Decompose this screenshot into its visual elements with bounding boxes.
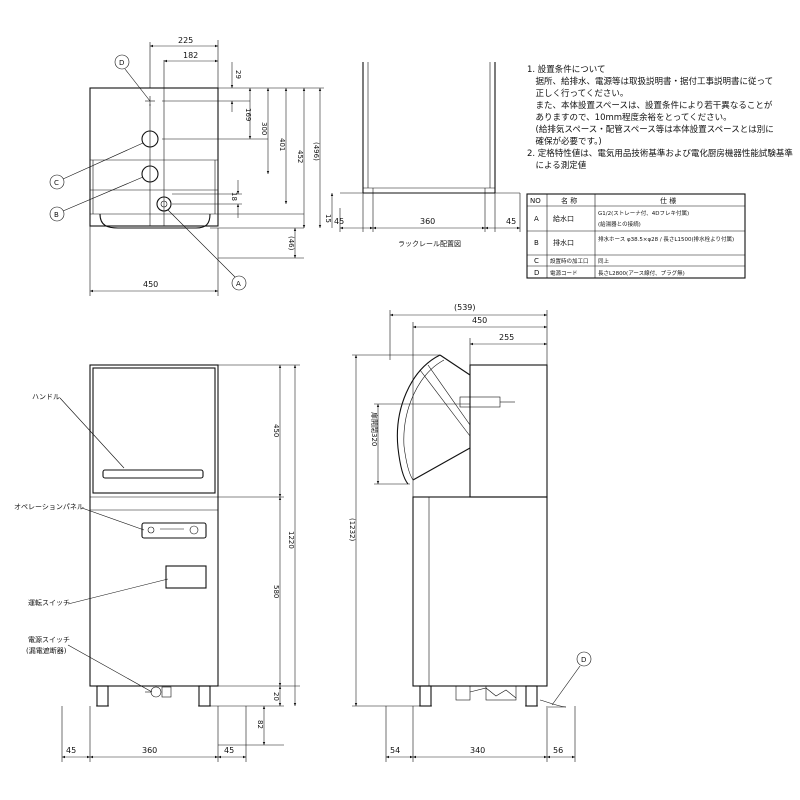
front-body-outline	[89, 364, 219, 687]
cell-b-name: 排水口	[553, 238, 574, 247]
label-op-panel: オペレーションパネル	[14, 503, 84, 511]
top-body-outline	[89, 87, 219, 227]
dim-front-45-right: 45	[224, 746, 234, 755]
label-handle: ハンドル	[32, 393, 60, 401]
note-line-4: また、本体設置スペースは、設置条件により若干異なることが	[527, 100, 773, 111]
dim-side-450: 450	[472, 316, 487, 325]
th-spec: 仕 様	[660, 196, 676, 205]
note-line-9: による測定値	[527, 160, 587, 171]
dim-580: 580	[272, 585, 280, 598]
note-line-3: 正しく行ってください。	[527, 88, 628, 99]
dim-rail-45-left: 45	[334, 217, 344, 226]
cell-c-no: C	[534, 257, 539, 265]
note-line-1: 1. 設置条件について	[527, 64, 606, 75]
dim-rail-360: 360	[420, 217, 435, 226]
side-body-lower	[412, 496, 548, 687]
dim-169: 169	[244, 108, 252, 121]
cell-d-spec: 長さL2800(アース線付、プラグ無)	[598, 269, 685, 277]
dim-door-320: 扉開閉320	[370, 412, 379, 446]
front-run-switch	[165, 565, 207, 589]
cell-a-spec: G1/2(ストレーナ付、4Dフレキ付属)	[598, 209, 689, 217]
cell-c-spec: 同上	[598, 257, 610, 265]
notes-block: 1. 設置条件について 据所、給排水、電源等は取扱説明書・据付工事説明書に従って…	[527, 64, 793, 171]
cell-b-no: B	[534, 239, 539, 247]
dim-46: (46)	[287, 236, 295, 251]
spec-table: NO 名 称 仕 様 A 給水口 G1/2(ストレーナ付、4Dフレキ付属) (給…	[526, 193, 746, 279]
note-line-8: 2. 定格特性値は、電気用品技術基準および電化厨房機器性能試験基準	[527, 148, 793, 159]
side-foot-left	[419, 685, 432, 707]
side-view: (539) 450 255 扉開閉320 (1232) 54 340 56 D	[348, 303, 592, 762]
callout-a	[231, 275, 247, 291]
cell-a-no: A	[534, 215, 539, 223]
dim-340: 340	[470, 746, 485, 755]
dim-452: 452	[296, 150, 304, 163]
callout-c	[49, 174, 65, 190]
svg-text:C: C	[54, 179, 59, 187]
front-handle	[102, 469, 204, 479]
cell-d-name: 電源コード	[550, 269, 578, 277]
dim-15: 15	[324, 214, 332, 223]
rail-view: 15 45 360 45 ラックレール配置図	[324, 62, 521, 248]
note-line-7: 確保が必要です。)	[527, 136, 602, 147]
callout-d-side	[576, 651, 592, 667]
note-line-5: ありますので、10mm程度余裕をとってください。	[527, 112, 732, 123]
dim-1220: 1220	[287, 531, 295, 549]
front-foot-left	[96, 685, 109, 707]
side-door-arc	[396, 354, 441, 485]
dim-front-360: 360	[142, 746, 157, 755]
dim-1232: (1232)	[348, 518, 356, 542]
dim-300: 300	[260, 122, 268, 135]
svg-text:B: B	[54, 211, 59, 219]
dim-401: 401	[278, 138, 286, 151]
svg-text:D: D	[119, 59, 124, 67]
th-no: NO	[530, 197, 541, 205]
callout-d-top	[114, 54, 130, 70]
cell-a-name: 給水口	[553, 214, 574, 223]
rail-caption: ラックレール配置図	[398, 240, 461, 248]
dim-82: 82	[256, 720, 264, 729]
th-name: 名 称	[561, 196, 577, 205]
dim-496: (496)	[312, 142, 320, 161]
dim-rail-45-right: 45	[506, 217, 516, 226]
note-line-2: 据所、給排水、電源等は取扱説明書・据付工事説明書に従って	[527, 76, 773, 87]
side-body-upper	[469, 364, 548, 498]
cell-a-spec-sub: (給湯器との接続)	[598, 220, 641, 228]
cell-b-spec: 排水ホース φ38.5×φ28 / 長さL1500(排水栓より付属)	[598, 235, 734, 243]
front-door	[92, 367, 216, 494]
dim-225: 225	[178, 36, 193, 45]
dim-54: 54	[390, 746, 400, 755]
cell-c-name: 設置時の加工口	[550, 257, 589, 265]
dim-182: 182	[183, 51, 198, 60]
front-view: 450 1220 580 20 82 45 360 45 ハンドル オペレーショ…	[14, 364, 300, 762]
front-foot-right	[198, 685, 211, 707]
svg-text:A: A	[236, 280, 241, 288]
front-op-panel	[141, 522, 207, 539]
cell-d-no: D	[534, 269, 539, 277]
label-power-switch: 電源スイッチ	[28, 635, 70, 644]
callout-b	[49, 206, 65, 222]
top-tray-curve	[99, 213, 211, 229]
dim-450-top: 450	[143, 280, 158, 289]
dim-front-450: 450	[272, 424, 280, 437]
dim-255: 255	[499, 333, 514, 342]
dim-18: 18	[230, 192, 238, 201]
label-run-switch: 運転スイッチ	[28, 598, 70, 607]
dim-front-45-left: 45	[66, 746, 76, 755]
note-line-6: (給排気スペース・配管スペース等は本体設置スペースとは別に	[527, 124, 774, 135]
label-power-switch-sub: (漏電遮断器)	[26, 646, 67, 655]
dim-56: 56	[553, 746, 563, 755]
dim-20: 20	[272, 692, 280, 701]
dim-29: 29	[234, 70, 242, 79]
svg-text:D: D	[581, 656, 586, 664]
side-foot-right	[525, 685, 538, 707]
dim-539: (539)	[454, 303, 476, 312]
top-view: 225 182 29 169 300 401 452 (496) 18 (46)…	[49, 36, 324, 296]
